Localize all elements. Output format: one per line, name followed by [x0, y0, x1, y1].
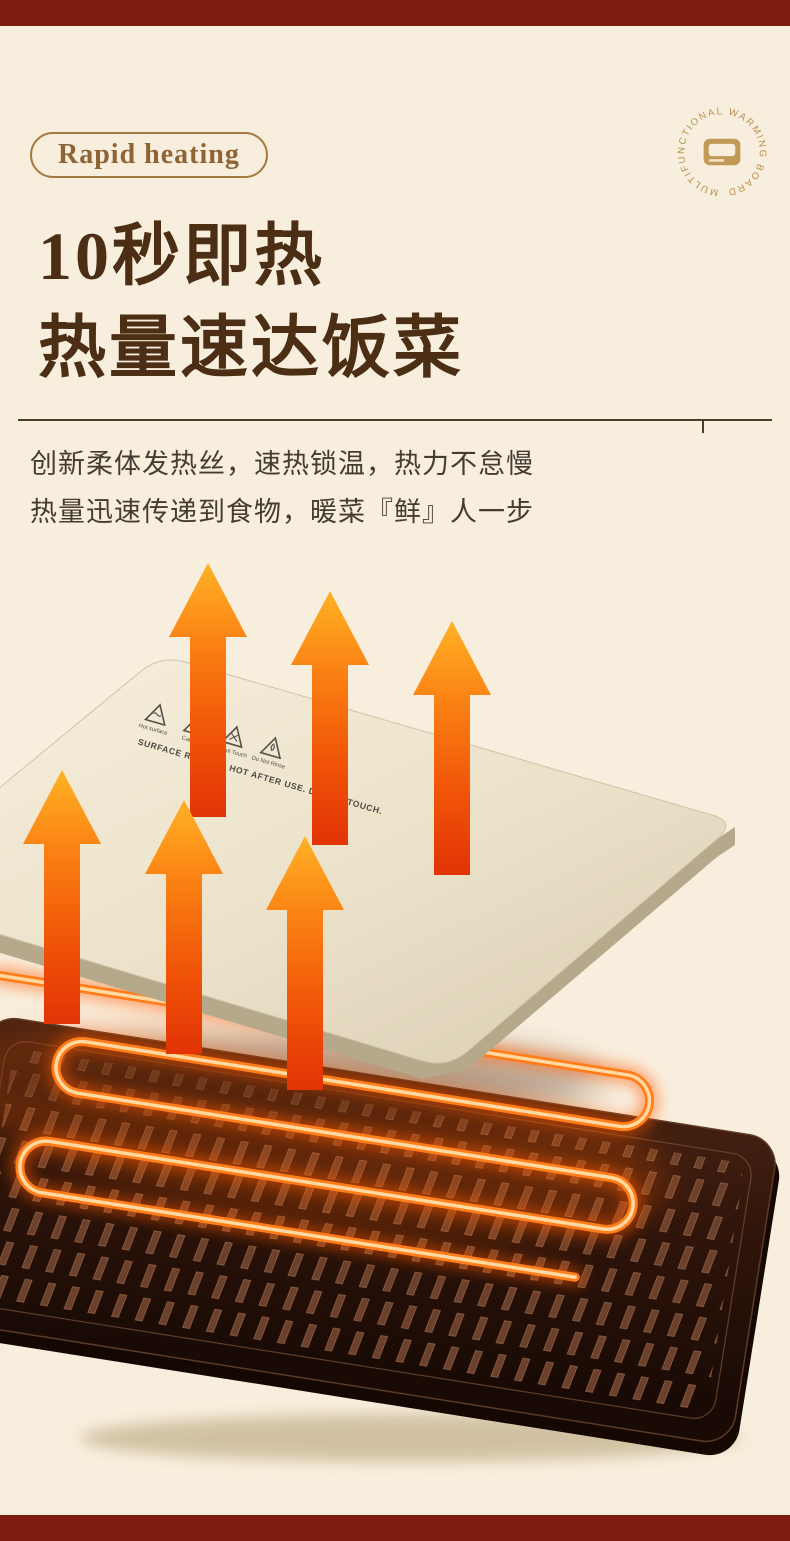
certification-stamp: MULTIFUNCTIONAL WARMING BOARD [672, 102, 771, 201]
bottom-band [0, 1515, 790, 1541]
coil-core [0, 973, 652, 1280]
plate-edge [0, 827, 735, 1079]
plate-top [0, 659, 727, 1064]
desc-line-1: 创新柔体发热丝，速热锁温，热力不怠慢 [30, 449, 534, 479]
description-text: 创新柔体发热丝，速热锁温，热力不怠慢 热量迅速传递到食物，暖菜『鲜』人一步 [30, 440, 534, 536]
top-band [0, 0, 790, 26]
divider-tick [702, 419, 704, 433]
rapid-heating-badge: Rapid heating [30, 132, 268, 178]
do-not-touch-warning-icon [220, 725, 243, 749]
hot-surface-warning-icon [143, 703, 166, 727]
warming-plate: Hot surface Caution Do Not Touch Do Not … [0, 659, 735, 1079]
desc-line-2: 热量迅速传递到食物，暖菜『鲜』人一步 [30, 497, 534, 527]
do-not-rinse-warning-icon [259, 736, 282, 760]
title-line-2: 热量速达饭菜 [38, 310, 465, 386]
warming-board-icon [703, 138, 741, 166]
page-title: 10秒即热 热量速达饭菜 [38, 210, 464, 394]
divider-line [18, 419, 772, 421]
heating-coil [0, 965, 659, 1287]
title-line-1: 10秒即热 [38, 218, 326, 294]
